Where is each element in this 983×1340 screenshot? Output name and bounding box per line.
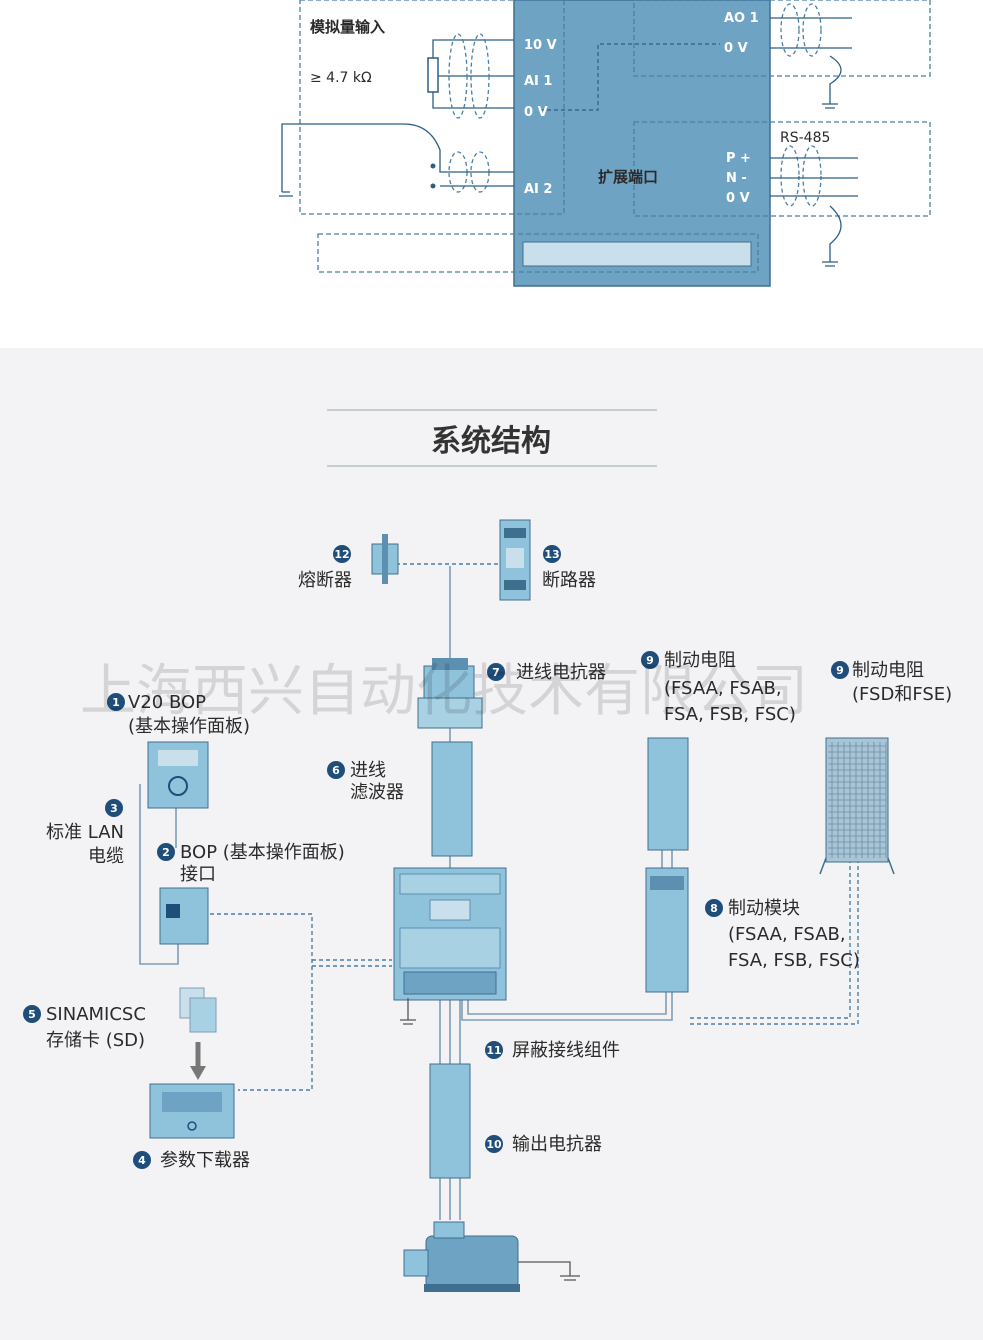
watermark: 上海西兴自动化技术有限公司 bbox=[80, 659, 808, 724]
badge-number: 13 bbox=[544, 548, 559, 561]
analog-input-box bbox=[299, 0, 565, 215]
label-9a-sub: (FSAA, FSAB, bbox=[664, 678, 782, 699]
label-6: 进线 bbox=[350, 760, 386, 781]
system-structure-section: 系统结构 bbox=[0, 348, 983, 1340]
sd-card-icon bbox=[179, 987, 217, 1033]
label-10: 输出电抗器 bbox=[512, 1134, 602, 1155]
brake-module-icon bbox=[645, 867, 689, 993]
output-reactor-icon bbox=[429, 1063, 471, 1179]
terminal-ai2: AI 2 bbox=[524, 182, 552, 197]
badge-12-icon bbox=[333, 545, 351, 563]
label-5: SINAMICSC bbox=[46, 1004, 146, 1025]
badge-10-icon bbox=[485, 1135, 503, 1153]
terminal-0v-left: 0 V bbox=[524, 105, 548, 120]
rs485-label: RS-485 bbox=[780, 130, 830, 146]
label-13: 断路器 bbox=[542, 570, 596, 591]
badge-number: 5 bbox=[28, 1008, 36, 1021]
badge-number: 10 bbox=[486, 1138, 502, 1151]
terminal-p: P + bbox=[726, 151, 751, 166]
label-8-sub2: FSA, FSB, FSC) bbox=[728, 950, 860, 971]
terminal-10v: 10 V bbox=[524, 38, 557, 53]
analog-input-label: 模拟量输入 bbox=[310, 18, 385, 36]
label-2: BOP (基本操作面板) bbox=[180, 842, 345, 863]
motor-icon bbox=[403, 1221, 520, 1292]
badge-number: 4 bbox=[138, 1154, 146, 1167]
parameter-loader-icon bbox=[149, 1083, 235, 1139]
label-9b: 制动电阻 bbox=[852, 660, 924, 681]
label-3-sub: 电缆 bbox=[88, 846, 124, 867]
fuse-icon bbox=[371, 534, 399, 584]
brake-resistor-large-icon bbox=[819, 737, 895, 875]
badge-8-icon bbox=[705, 899, 723, 917]
v20-bop-icon bbox=[147, 741, 209, 809]
label-8: 制动模块 bbox=[728, 898, 800, 919]
badge-number: 9 bbox=[836, 664, 844, 677]
badge-2-icon bbox=[157, 843, 175, 861]
badge-number: 2 bbox=[162, 846, 170, 859]
label-9b-sub: (FSD和FSE) bbox=[852, 684, 952, 705]
badge-number: 3 bbox=[110, 802, 118, 815]
badge-6-icon bbox=[327, 761, 345, 779]
section-title: 系统结构 bbox=[431, 424, 551, 459]
badge-1-icon bbox=[107, 693, 125, 711]
terminal-ai1: AI 1 bbox=[524, 74, 552, 89]
expansion-port-label: 扩展端口 bbox=[598, 168, 658, 186]
bottom-dashed-box bbox=[317, 233, 759, 273]
label-6-sub: 滤波器 bbox=[350, 782, 404, 803]
badge-5-icon bbox=[23, 1005, 41, 1023]
resistance-label: ≥ 4.7 kΩ bbox=[310, 70, 372, 86]
badge-number: 8 bbox=[710, 902, 718, 915]
badge-number: 6 bbox=[332, 764, 340, 777]
label-8-sub: (FSAA, FSAB, bbox=[728, 924, 846, 945]
label-1: V20 BOP bbox=[128, 692, 206, 713]
label-9a: 制动电阻 bbox=[664, 650, 736, 671]
inverter-drive-icon bbox=[393, 867, 507, 1001]
label-2-sub: 接口 bbox=[180, 864, 216, 885]
label-12: 熔断器 bbox=[298, 570, 352, 591]
badge-number: 9 bbox=[646, 654, 654, 667]
badge-4-icon bbox=[133, 1151, 151, 1169]
label-7: 进线电抗器 bbox=[516, 662, 606, 683]
terminal-n: N - bbox=[726, 171, 747, 186]
label-4: 参数下载器 bbox=[160, 1150, 250, 1171]
potentiometer-icon bbox=[427, 57, 439, 93]
badge-7-icon bbox=[487, 663, 505, 681]
analog-output-box bbox=[633, 0, 931, 77]
rs485-box bbox=[633, 121, 931, 217]
line-reactor-icon bbox=[417, 658, 483, 729]
wiring-diagram: 模拟量输入 ≥ 4.7 kΩ 10 V AI 1 0 V AI 2 AO 1 0… bbox=[0, 0, 983, 348]
badge-number: 11 bbox=[486, 1044, 501, 1057]
label-1-sub: (基本操作面板) bbox=[128, 716, 250, 737]
badge-11-icon bbox=[485, 1041, 503, 1059]
label-9a-sub2: FSA, FSB, FSC) bbox=[664, 704, 796, 725]
badge-9-icon bbox=[641, 651, 659, 669]
terminal-0v-rs485: 0 V bbox=[726, 191, 750, 206]
circuit-breaker-icon bbox=[499, 519, 531, 601]
badge-number: 7 bbox=[492, 666, 500, 679]
badge-13-icon bbox=[543, 545, 561, 563]
badge-number: 12 bbox=[334, 548, 349, 561]
brake-resistor-small-icon bbox=[647, 737, 689, 851]
label-5-sub: 存储卡 (SD) bbox=[46, 1030, 145, 1051]
drive-display-strip bbox=[522, 241, 752, 267]
terminal-ao1: AO 1 bbox=[724, 11, 759, 26]
badge-3-icon bbox=[105, 799, 123, 817]
terminal-0v-right: 0 V bbox=[724, 41, 748, 56]
drive-terminal-block bbox=[513, 0, 771, 287]
label-3: 标准 LAN bbox=[46, 822, 124, 843]
bop-interface-icon bbox=[159, 887, 209, 945]
label-11: 屏蔽接线组件 bbox=[512, 1040, 620, 1061]
badge-9-icon bbox=[831, 661, 849, 679]
badge-number: 1 bbox=[112, 696, 120, 709]
line-filter-icon bbox=[431, 741, 473, 857]
